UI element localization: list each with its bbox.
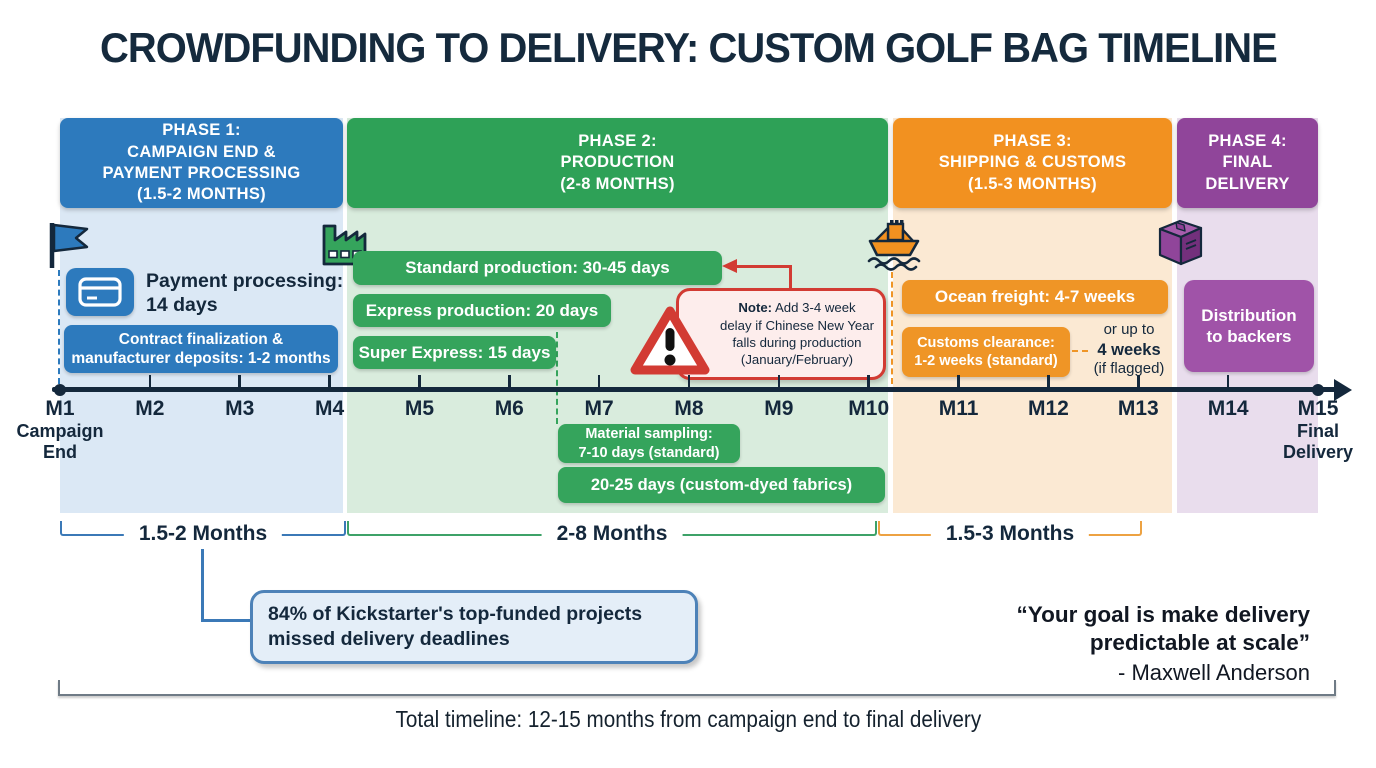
ocean-freight-box: Ocean freight: 4-7 weeks — [902, 280, 1168, 314]
phase1-header: PHASE 1: CAMPAIGN END & PAYMENT PROCESSI… — [60, 118, 343, 208]
month-label-m10: M10 — [848, 397, 890, 420]
customs-clearance-box: Customs clearance: 1-2 weeks (standard) — [902, 327, 1070, 377]
stat-callout-text: 84% of Kickstarter's top-funded projects… — [268, 602, 643, 650]
contract-finalization-box: Contract finalization & manufacturer dep… — [64, 325, 338, 373]
timeline-end-dot — [1312, 383, 1324, 396]
callout-connector-vertical — [201, 549, 204, 621]
cny-note-text: Note: Add 3-4 week delay if Chinese New … — [679, 295, 883, 373]
phase2-header: PHASE 2: PRODUCTION (2-8 MONTHS) — [347, 118, 888, 208]
timeline-tick — [1226, 375, 1230, 388]
phase3-duration-bracket: 1.5-3 Months — [878, 521, 1142, 546]
month-label-m5: M5 — [404, 397, 435, 420]
phase1-dashed-line — [58, 270, 60, 384]
note-arrow-stem — [789, 265, 792, 290]
quote-attribution: - Maxwell Anderson — [1118, 660, 1310, 686]
customs-connector-line — [1072, 350, 1088, 352]
four-weeks-text: 4 weeks — [1097, 340, 1161, 359]
timeline-tick — [597, 375, 601, 388]
quote-text: “Your goal is make delivery predictable … — [1016, 602, 1310, 656]
month-label-m6: M6 — [494, 397, 524, 420]
timeline-tick — [148, 375, 152, 388]
timeline-tick — [957, 375, 960, 388]
timeline-start-dot — [54, 383, 66, 396]
payment-processing-label: Payment processing: 14 days — [146, 270, 344, 317]
material-sampling-box: Material sampling: 7-10 days (standard) — [558, 424, 740, 463]
note-arrow-head — [722, 259, 737, 273]
if-flagged-text: (if flagged) — [1093, 360, 1165, 378]
credit-card-icon — [66, 268, 134, 316]
timeline-tick — [777, 375, 781, 388]
phase3-dashed-line — [891, 272, 893, 384]
quote-block: “Your goal is make delivery predictable … — [950, 601, 1310, 686]
note-arrow-line — [736, 265, 792, 268]
timeline-tick — [1136, 375, 1140, 388]
timeline-tick — [507, 375, 511, 388]
timeline-axis-line — [52, 387, 1336, 392]
distribution-box: Distribution to backers — [1184, 280, 1314, 372]
warning-icon — [628, 304, 712, 378]
note-label: Note: — [738, 300, 773, 316]
month-label-m13: M13 — [1117, 397, 1159, 420]
phase1-duration-label: 1.5-2 Months — [123, 522, 283, 546]
timeline-tick — [1047, 375, 1050, 388]
flag-icon — [42, 220, 90, 270]
month-label-m15: M15 — [1297, 397, 1339, 420]
total-timeline-label: Total timeline: 12-15 months from campai… — [395, 706, 981, 732]
phase2-duration-bracket: 2-8 Months — [347, 521, 877, 546]
month-label-m14: M14 — [1207, 397, 1249, 420]
month-label-m11: M11 — [938, 397, 979, 420]
phase2-dashed-line — [556, 332, 558, 424]
phase1-duration-bracket: 1.5-2 Months — [60, 521, 346, 546]
flagged-note: or up to 4 weeks (if flagged) — [1086, 321, 1172, 379]
phase4-header: PHASE 4: FINAL DELIVERY — [1177, 118, 1318, 208]
month-label-m2: M2 — [135, 397, 165, 420]
phase2-duration-label: 2-8 Months — [541, 522, 683, 546]
final-delivery-label: Final Delivery — [1282, 421, 1354, 463]
stat-callout-box: 84% of Kickstarter's top-funded projects… — [250, 590, 698, 664]
page-title: CROWDFUNDING TO DELIVERY: CUSTOM GOLF BA… — [99, 24, 1278, 71]
express-production-box: Express production: 20 days — [353, 294, 611, 327]
timeline-tick — [328, 375, 331, 388]
total-timeline-bracket — [58, 680, 1336, 696]
month-label-m4: M4 — [314, 397, 345, 420]
timeline-tick — [687, 375, 691, 388]
super-express-box: Super Express: 15 days — [353, 336, 556, 369]
ship-icon — [864, 216, 924, 272]
phase3-header: PHASE 3: SHIPPING & CUSTOMS (1.5-3 MONTH… — [893, 118, 1172, 208]
month-label-m9: M9 — [764, 397, 794, 420]
timeline-tick — [418, 375, 421, 388]
phase3-duration-label: 1.5-3 Months — [930, 522, 1090, 546]
month-label-m12: M12 — [1027, 397, 1069, 420]
campaign-end-label: Campaign End — [16, 421, 104, 463]
month-label-m7: M7 — [584, 397, 614, 420]
note-body: Add 3-4 week delay if Chinese New Year f… — [720, 300, 874, 368]
cny-note-box: Note: Add 3-4 week delay if Chinese New … — [676, 288, 886, 380]
month-label-m3: M3 — [225, 397, 255, 420]
or-up-to-text: or up to — [1103, 321, 1155, 338]
package-icon — [1155, 218, 1205, 268]
month-label-m1: M1 — [45, 397, 75, 420]
callout-connector-horizontal — [201, 619, 251, 622]
standard-production-box: Standard production: 30-45 days — [353, 251, 722, 285]
month-label-m8: M8 — [674, 397, 704, 420]
timeline-tick — [867, 375, 870, 388]
custom-dyed-box: 20-25 days (custom-dyed fabrics) — [558, 467, 885, 503]
timeline-arrow-icon — [1334, 378, 1352, 401]
timeline-tick — [238, 375, 241, 388]
